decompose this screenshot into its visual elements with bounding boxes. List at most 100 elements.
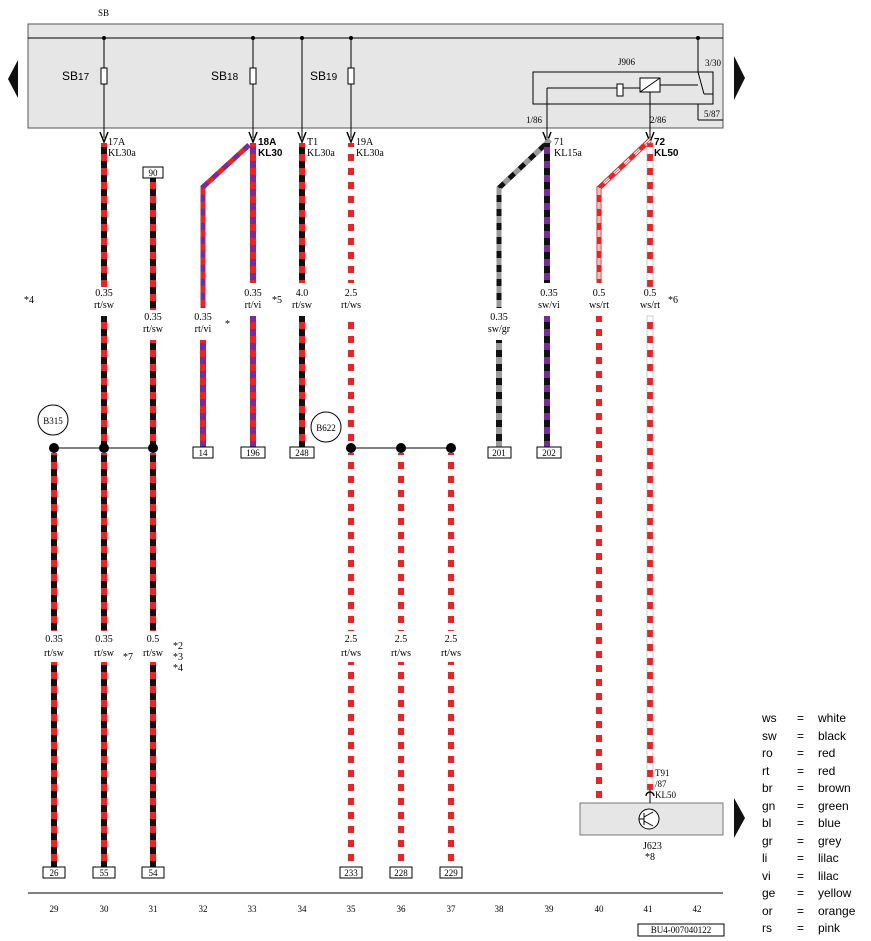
svg-text:2.5: 2.5	[345, 288, 358, 299]
svg-text:green: green	[818, 799, 849, 813]
svg-text:14: 14	[199, 448, 209, 458]
svg-text:rt/sw: rt/sw	[94, 648, 115, 659]
svg-text:KL30a: KL30a	[307, 148, 335, 159]
svg-text:233: 233	[344, 868, 358, 878]
svg-text:2.5: 2.5	[345, 634, 358, 645]
upper-connector-boxes: 90 14 196 248 201 202	[142, 166, 562, 459]
svg-text:KL30a: KL30a	[108, 148, 136, 159]
fuse-sb18[interactable]: SB18	[211, 36, 257, 138]
svg-text:ws/rt: ws/rt	[640, 300, 660, 311]
svg-text:=: =	[797, 764, 804, 778]
svg-text:rt/vi: rt/vi	[195, 324, 212, 335]
svg-text:41: 41	[644, 904, 653, 914]
svg-text:=: =	[797, 729, 804, 743]
fuse-sb19[interactable]: SB19	[310, 36, 355, 138]
svg-text:lilac: lilac	[818, 869, 839, 883]
terminal-markers: 17A KL30a 18A KL30 T1 KL30a 19A KL30a 71…	[99, 131, 679, 159]
next-page-arrow-icon[interactable]	[734, 56, 745, 100]
svg-text:T1: T1	[307, 137, 318, 148]
wire-31-mid	[150, 340, 156, 448]
svg-text:54: 54	[149, 868, 159, 878]
svg-text:0.35: 0.35	[540, 288, 558, 299]
svg-text:KL15a: KL15a	[554, 148, 582, 159]
svg-text:*3: *3	[173, 652, 183, 663]
svg-text:2.5: 2.5	[395, 634, 408, 645]
svg-text:*7: *7	[123, 652, 133, 663]
svg-text:0.5: 0.5	[644, 288, 657, 299]
component-j623[interactable]: T91 /87 KL50 J623 *8	[579, 768, 724, 863]
wire-34-lower	[299, 316, 305, 447]
upper-wire-labels: 0.35 rt/sw 0.35 rt/sw 0.35 rt/vi 0.35 rt…	[94, 288, 660, 335]
splice-b315[interactable]: B315	[37, 404, 158, 453]
svg-text:KL50: KL50	[655, 790, 676, 800]
svg-text:rt/ws: rt/ws	[391, 648, 411, 659]
svg-text:pink: pink	[818, 921, 841, 935]
wire-40-lower	[596, 316, 602, 804]
svg-text:SB18: SB18	[211, 69, 239, 83]
svg-text:rs: rs	[762, 921, 772, 935]
lower-connector-boxes: 26 55 54 233 228 229	[42, 866, 463, 879]
svg-text:=: =	[797, 886, 804, 900]
svg-text:37: 37	[447, 904, 457, 914]
wire-39-upper	[544, 143, 550, 283]
upper-wires	[101, 138, 654, 804]
next-component-arrow-icon[interactable]	[734, 798, 745, 838]
wire-39-lower	[544, 316, 550, 447]
svg-text:0.35: 0.35	[95, 634, 113, 645]
svg-text:*4: *4	[24, 295, 34, 306]
svg-text:18A: 18A	[258, 137, 276, 148]
svg-text:grey: grey	[818, 834, 841, 848]
svg-text:KL30: KL30	[258, 148, 283, 159]
svg-text:orange: orange	[818, 904, 856, 918]
svg-text:sw/gr: sw/gr	[488, 324, 511, 335]
svg-text:55: 55	[100, 868, 110, 878]
svg-text:*2: *2	[173, 641, 183, 652]
svg-text:or: or	[762, 904, 773, 918]
svg-text:B315: B315	[43, 416, 63, 426]
svg-text:0.35: 0.35	[144, 312, 162, 323]
relay-j906[interactable]: J906 3/30 5/87 1/86 2/86	[526, 36, 723, 138]
fuse-box-panel: SB	[27, 8, 724, 129]
svg-text:38: 38	[495, 904, 505, 914]
svg-text:2/86: 2/86	[650, 115, 667, 125]
svg-text:*5: *5	[272, 295, 282, 306]
svg-text:ro: ro	[762, 746, 773, 760]
bus-line-t1	[300, 36, 304, 138]
svg-text:4.0: 4.0	[296, 288, 309, 299]
svg-text:rt/vi: rt/vi	[245, 300, 262, 311]
svg-text:rt/sw: rt/sw	[292, 300, 313, 311]
svg-text:SB17: SB17	[62, 69, 90, 83]
svg-text:lilac: lilac	[818, 851, 839, 865]
svg-text:0.35: 0.35	[490, 312, 508, 323]
svg-text:2.5: 2.5	[445, 634, 458, 645]
svg-text:ge: ge	[762, 886, 776, 900]
wire-34-upper	[299, 143, 305, 283]
svg-text:71: 71	[554, 137, 564, 148]
svg-text:1/86: 1/86	[526, 115, 543, 125]
svg-text:sw/vi: sw/vi	[538, 300, 560, 311]
svg-text:19A: 19A	[356, 137, 374, 148]
svg-text:228: 228	[394, 868, 408, 878]
splice-b622[interactable]: B622	[310, 411, 456, 453]
prev-page-arrow-icon[interactable]	[8, 60, 18, 98]
svg-text:/87: /87	[655, 779, 667, 789]
svg-text:196: 196	[246, 448, 260, 458]
svg-text:=: =	[797, 799, 804, 813]
svg-text:0.5: 0.5	[147, 634, 160, 645]
svg-text:T91: T91	[655, 768, 670, 778]
wire-41-lower	[646, 315, 654, 791]
svg-text:bl: bl	[762, 816, 771, 830]
wire-31-upper	[150, 178, 156, 310]
wire-33-lower	[250, 316, 256, 447]
svg-text:3/30: 3/30	[705, 58, 722, 68]
svg-text:vi: vi	[762, 869, 771, 883]
svg-text:=: =	[797, 851, 804, 865]
svg-text:brown: brown	[818, 781, 851, 795]
svg-text:rt/ws: rt/ws	[441, 648, 461, 659]
svg-text:42: 42	[693, 904, 702, 914]
fuse-sb17[interactable]: SB17	[62, 36, 108, 138]
wire-30-mid	[101, 316, 107, 448]
wire-38-diagonal	[496, 138, 552, 308]
wire-38-lower	[496, 340, 502, 447]
